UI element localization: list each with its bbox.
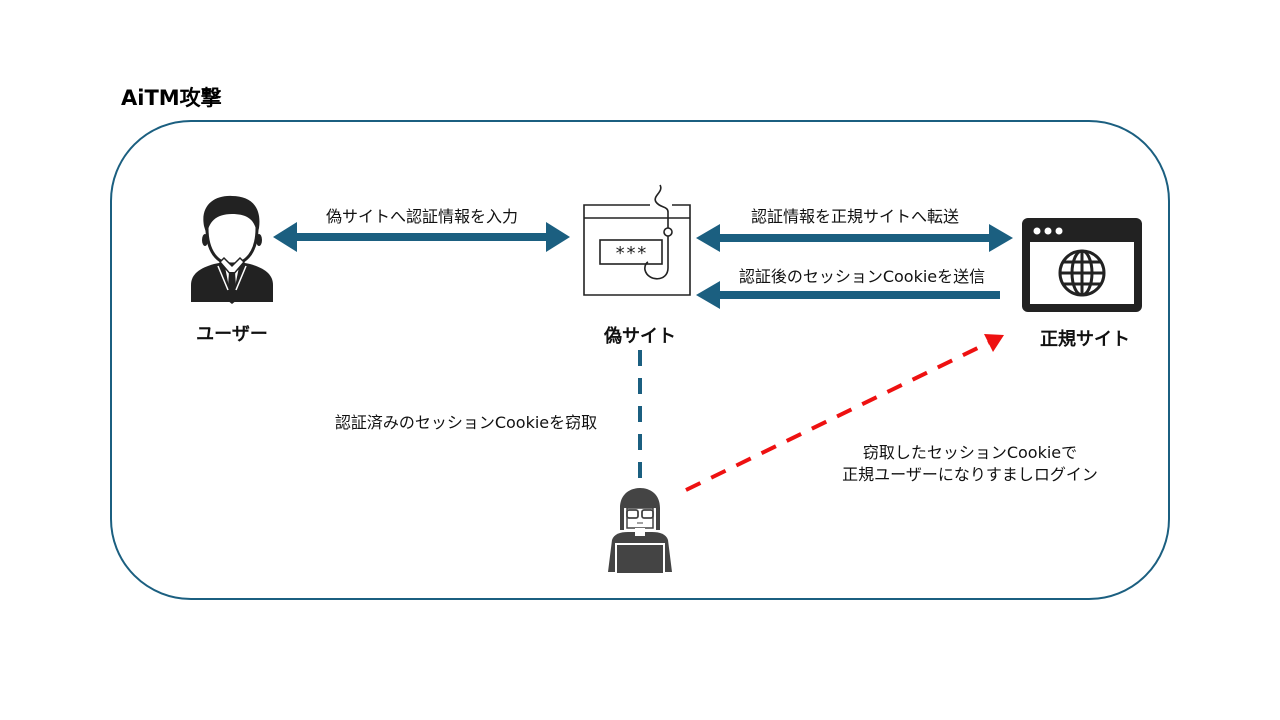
hacker-laptop-icon (608, 488, 672, 575)
businessman-icon (191, 195, 273, 304)
arrow-user-fake-site (273, 222, 570, 252)
arrow-fake-to-legit-site (696, 224, 1013, 252)
arrow-legit-to-fake-site (696, 281, 1000, 309)
diagram-title: AiTM攻撃 (121, 86, 222, 110)
node-label-user: ユーザー (196, 324, 268, 345)
node-label-fake-site: 偽サイト (604, 326, 676, 347)
edge-label-fake-legit-forward: 認証情報を正規サイトへ転送 (750, 207, 960, 226)
edge-label-attacker-legit: 窃取したセッションCookieで 正規ユーザーになりすましログイン (842, 442, 1098, 486)
phishing-hook-password-icon: *** (583, 184, 691, 296)
svg-text:***: *** (615, 243, 648, 264)
edge-label-attacker-legit-line-2: 正規ユーザーになりすましログイン (842, 465, 1098, 484)
node-label-legit-site: 正規サイト (1040, 329, 1130, 350)
edge-label-user-fake: 偽サイトへ認証情報を入力 (325, 207, 519, 226)
edge-label-fake-attacker: 認証済みのセッションCookieを窃取 (334, 413, 598, 432)
edge-label-attacker-legit-line-1: 窃取したセッションCookieで (862, 443, 1078, 462)
edge-label-legit-fake-cookie: 認証後のセッションCookieを送信 (738, 267, 986, 286)
attack-arrow-attacker-to-legit-site (685, 334, 1004, 492)
attack-boundary-frame (110, 120, 1170, 600)
browser-globe-icon (1022, 218, 1142, 312)
